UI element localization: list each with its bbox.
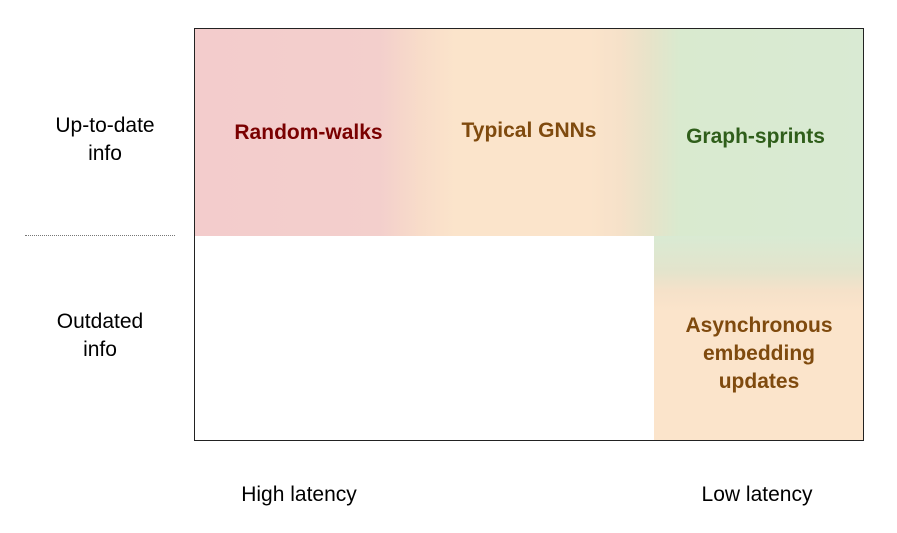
graph-sprints-label: Graph-sprints [686,125,825,148]
row-label-outdated: Outdated info [15,308,185,364]
async-updates-line2: embedding [702,342,815,365]
column-label-high-latency: High latency [241,483,357,506]
async-updates-line1: Asynchronous [685,314,833,337]
quadrant-frame: Random-walks Typical GNNs Graph-sprints … [194,28,864,441]
async-updates-line3: updates [718,370,800,393]
async-updates-label: Asynchronous embedding updates [654,312,863,396]
row-divider [25,235,175,236]
low-latency-outdated-cell [654,236,863,440]
column-label-low-latency: Low latency [701,483,813,506]
row-label-up-to-date-line2: info [88,142,122,165]
up-to-date-band [195,29,863,236]
row-label-up-to-date-line1: Up-to-date [55,114,155,137]
random-walks-label: Random-walks [234,121,383,144]
row-label-up-to-date: Up-to-date info [20,112,190,168]
row-label-outdated-line2: info [83,338,117,361]
typical-gnns-label: Typical GNNs [461,119,597,142]
row-label-outdated-line1: Outdated [56,310,144,333]
